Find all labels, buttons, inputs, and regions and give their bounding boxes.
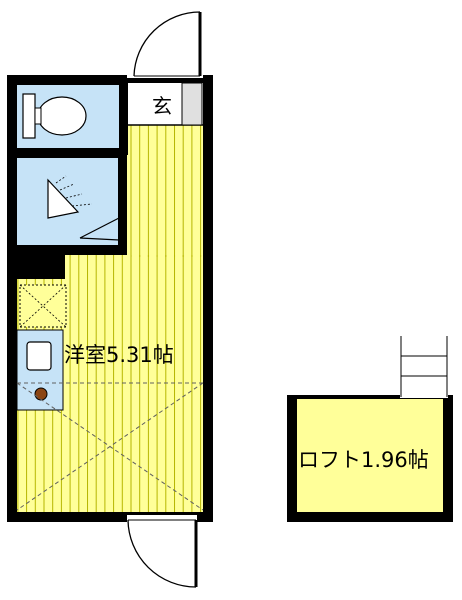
loft: ロフト1.96帖 bbox=[287, 336, 453, 522]
main-unit: 玄 bbox=[7, 11, 213, 588]
entrance-label: 玄 bbox=[152, 94, 172, 118]
bath-door bbox=[79, 217, 120, 241]
sink-icon bbox=[26, 341, 52, 371]
storage-x bbox=[16, 382, 204, 511]
fridge-space bbox=[19, 284, 67, 328]
balcony-door bbox=[127, 515, 198, 588]
western-room-label: 洋室5.31帖 bbox=[64, 343, 174, 367]
western-room-stripes-upper bbox=[127, 125, 203, 257]
entrance-post bbox=[122, 83, 128, 155]
toilet-icon bbox=[22, 93, 87, 139]
loft-label: ロフト1.96帖 bbox=[298, 448, 429, 472]
loft-floor bbox=[297, 399, 443, 512]
shoe-box bbox=[181, 82, 203, 126]
entrance-door bbox=[127, 11, 203, 78]
shower-icon bbox=[47, 175, 93, 219]
ladder-icon bbox=[400, 336, 448, 398]
stove-icon bbox=[34, 387, 48, 401]
wall-chunk bbox=[17, 245, 65, 279]
